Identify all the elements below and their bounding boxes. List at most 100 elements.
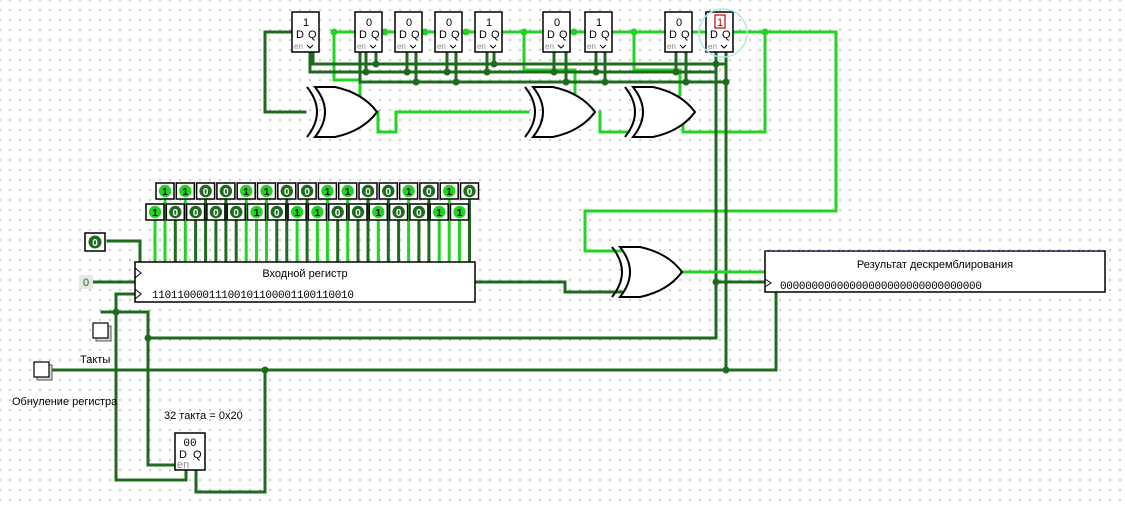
flipflop-2-en-label: en	[357, 42, 366, 51]
selection-highlight	[698, 8, 748, 58]
result-register-label: Результат дескремблирования	[857, 259, 1013, 271]
top-bit-4[interactable]: 0	[216, 182, 236, 200]
flipflop-3-d-label: D	[399, 29, 407, 41]
top-bit-5[interactable]: 1	[236, 182, 256, 200]
bottom-bit-3-value: 0	[193, 208, 199, 219]
bottom-bit-2-value: 0	[173, 208, 179, 219]
top-bit-16-value: 0	[467, 187, 473, 198]
constant-input-value: 0	[83, 277, 89, 289]
top-bit-16[interactable]: 0	[459, 182, 480, 200]
bottom-bit-1[interactable]: 1	[145, 203, 165, 221]
bottom-bit-15-value: 1	[436, 208, 442, 219]
top-bit-3[interactable]: 0	[195, 182, 216, 200]
enable-pin[interactable]: 0	[84, 232, 106, 252]
top-bit-5-value: 1	[243, 187, 249, 198]
flipflop-3-en-label: en	[397, 42, 406, 51]
flipflop-7-q-label: Q	[601, 29, 610, 41]
bottom-bit-5[interactable]: 0	[226, 203, 246, 221]
top-bit-8-value: 0	[304, 187, 310, 198]
top-bit-14[interactable]: 0	[419, 182, 439, 200]
reset-button[interactable]	[33, 361, 53, 381]
bottom-bit-8[interactable]: 1	[287, 203, 307, 221]
bottom-bit-7-value: 0	[274, 208, 280, 219]
result-register-bits: 00000000000000000000000000000000	[780, 281, 982, 293]
flipflop-1-d-label: D	[296, 29, 304, 41]
clock-button[interactable]	[92, 322, 112, 342]
top-bit-9-value: 1	[325, 187, 331, 198]
flipflop-4-d-label: D	[439, 29, 447, 41]
flipflop-8-en-label: en	[667, 42, 676, 51]
top-bit-15[interactable]: 1	[439, 182, 459, 200]
bottom-bit-3[interactable]: 0	[185, 203, 206, 221]
top-bit-1[interactable]: 1	[155, 182, 175, 200]
bottom-bit-6[interactable]: 1	[246, 203, 267, 221]
bottom-bit-9[interactable]: 1	[307, 203, 328, 221]
counter-d-label: D	[179, 449, 187, 461]
flipflop-8-value: 0	[676, 17, 682, 29]
top-bit-4-value: 0	[223, 187, 229, 198]
bottom-bit-7[interactable]: 0	[267, 203, 287, 221]
flipflop-1-q-label: Q	[308, 29, 317, 41]
flipflop-6-q-label: Q	[559, 29, 568, 41]
flipflop-2-q-label: Q	[371, 29, 380, 41]
bottom-bit-4[interactable]: 0	[206, 203, 226, 221]
top-bit-10[interactable]: 1	[337, 182, 358, 200]
bottom-bit-16[interactable]: 1	[449, 203, 470, 221]
bottom-bit-12[interactable]: 1	[368, 203, 389, 221]
flipflop-6-en-label: en	[545, 42, 554, 51]
top-bit-3-value: 0	[203, 187, 209, 198]
counter-register: 00 D Q en	[174, 432, 206, 471]
top-bit-11[interactable]: 0	[358, 182, 378, 200]
junctions	[112, 28, 769, 374]
reset-label: Обнуление регистра	[12, 396, 118, 408]
flipflop-2-d-label: D	[359, 29, 367, 41]
top-bit-7-value: 0	[284, 187, 290, 198]
flipflop-1-value: 1	[303, 17, 309, 29]
constant-input: 0	[79, 275, 93, 289]
flipflop-9-en-label: en	[708, 42, 717, 51]
top-bit-2[interactable]: 1	[175, 182, 196, 200]
bottom-bit-14[interactable]: 0	[409, 203, 429, 221]
top-bit-12[interactable]: 0	[378, 182, 399, 200]
bottom-bit-14-value: 0	[416, 208, 422, 219]
top-bit-8[interactable]: 0	[297, 182, 317, 200]
bottom-bit-9-value: 1	[315, 208, 321, 219]
flipflop-9-d-label: D	[710, 29, 718, 41]
flipflop-9-value: 1	[717, 17, 723, 29]
flipflop-3-value: 0	[406, 17, 412, 29]
top-bit-14-value: 0	[426, 187, 432, 198]
flipflop-7-value: 1	[596, 17, 602, 29]
bottom-bit-15[interactable]: 1	[429, 203, 449, 221]
flipflop-3-q-label: Q	[411, 29, 420, 41]
top-bit-9[interactable]: 1	[317, 182, 338, 200]
bottom-bit-11[interactable]: 0	[348, 203, 368, 221]
input-register-bits: 11011000011100101100001100110010	[152, 290, 354, 302]
flipflop-5-en-label: en	[477, 42, 486, 51]
bottom-bit-8-value: 1	[294, 208, 300, 219]
input-register: Входной регистр 110110000111001011000011…	[134, 261, 476, 303]
top-bit-7[interactable]: 0	[277, 182, 297, 200]
top-bit-13[interactable]: 1	[398, 182, 419, 200]
bottom-bit-10[interactable]: 0	[327, 203, 348, 221]
top-bit-10-value: 1	[345, 187, 351, 198]
xor-gate-3	[624, 86, 697, 138]
flipflop-8-q-label: Q	[681, 29, 690, 41]
flipflop-9-q-label: Q	[722, 29, 731, 41]
counter-q-label: Q	[193, 449, 202, 461]
xor-gate-1	[306, 86, 379, 138]
enable-pin-value: 0	[92, 238, 98, 249]
counter-caption: 32 такта = 0x20	[164, 410, 243, 422]
flipflop-1-en-label: en	[294, 42, 303, 51]
bottom-bit-2[interactable]: 0	[165, 203, 186, 221]
top-bit-6[interactable]: 1	[256, 182, 277, 200]
bottom-bit-13-value: 0	[396, 208, 402, 219]
bottom-bit-13[interactable]: 0	[388, 203, 409, 221]
